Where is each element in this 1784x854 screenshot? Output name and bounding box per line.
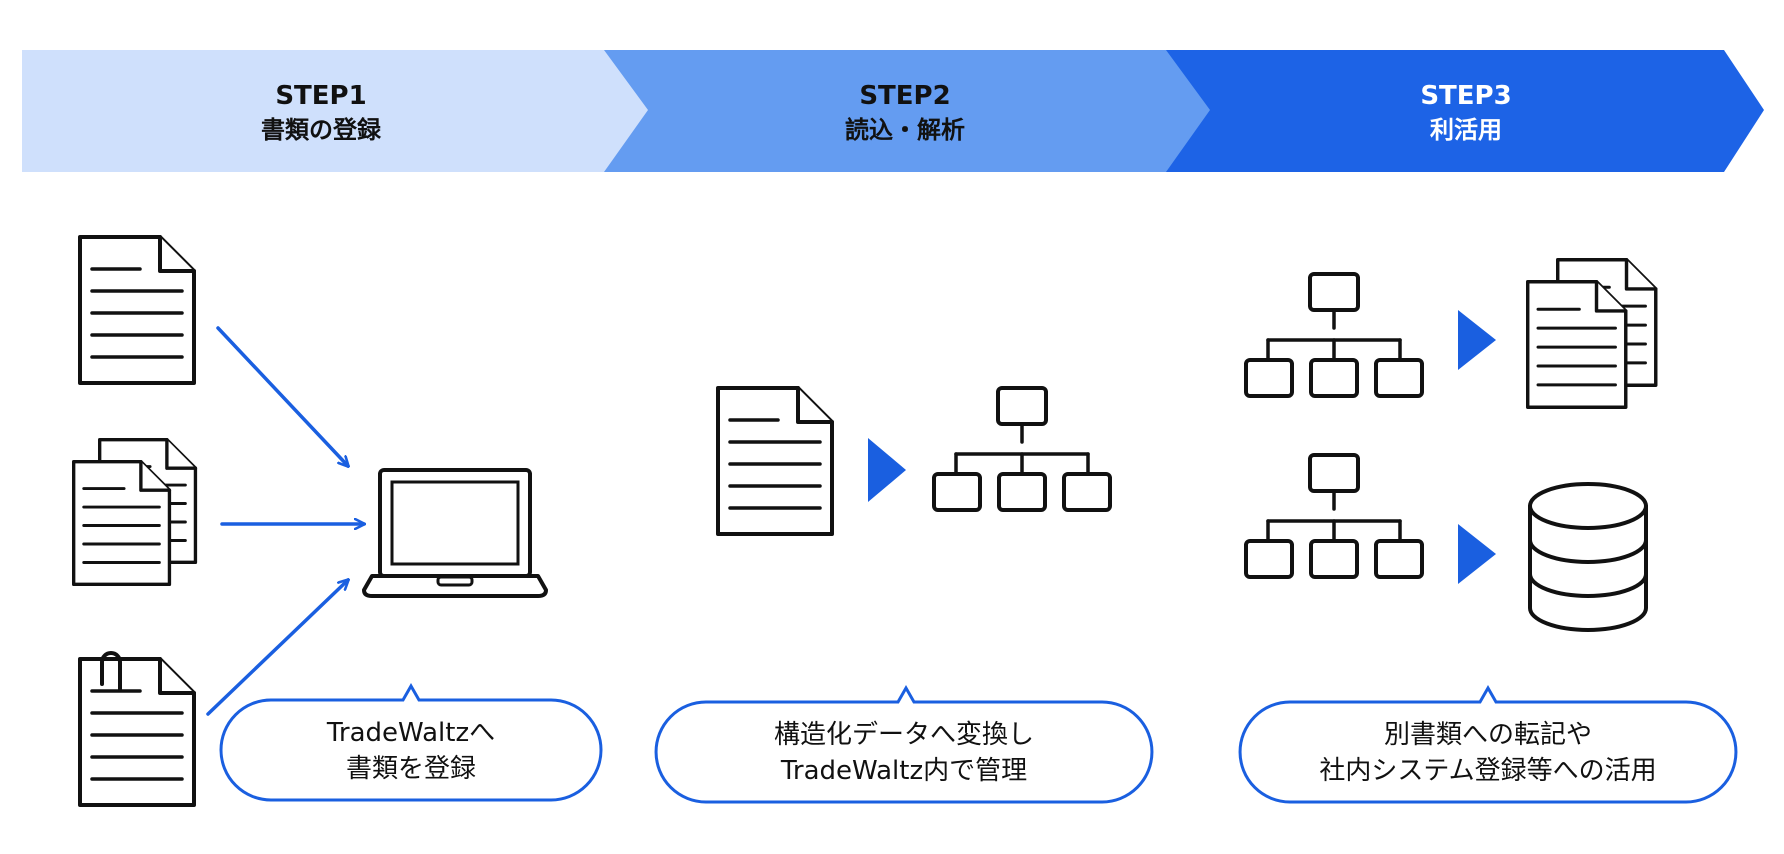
step-2-title: 読込・解析 [845,116,965,144]
step-1-shape [22,50,650,172]
hierarchy-icon [1244,272,1424,398]
callout-text-line-2: 社内システム登録等への活用 [1319,756,1656,786]
hierarchy-icon [932,386,1112,512]
callout-step-3: 別書類への転記や 社内システム登録等への活用 [1238,684,1738,804]
document-clip-icon [78,651,196,807]
database-icon [1528,482,1648,632]
step-1-title: 書類の登録 [261,116,382,144]
callout-bubble [654,684,1154,804]
step-2-panel [716,386,1112,536]
callout-step-1: TradeWaltzへ 書類を登録 [219,682,603,802]
callout-text-line-1: 構造化データへ変換し [774,720,1034,750]
hierarchy-icon [1244,453,1424,579]
step-3-title: 利活用 [1430,116,1502,144]
step-2-number: STEP2 [859,81,950,111]
step-3-shape [1166,50,1764,172]
step-2-shape [604,50,1212,172]
callout-text-line-2: TradeWaltz内で管理 [780,756,1027,786]
play-arrow-icon [1458,310,1496,370]
document-stack-icon [1526,258,1658,409]
callout-bubble [219,682,603,802]
step-3-number: STEP3 [1420,81,1511,111]
step-3-panel [1244,258,1658,632]
step-1-number: STEP1 [275,81,366,111]
arrow-upper [216,326,348,466]
step-2-chevron: STEP2 読込・解析 [604,50,1212,172]
callout-text-line-2: 書類を登録 [346,754,476,784]
play-arrow-icon [868,438,906,502]
document-icon [716,386,834,536]
callout-bubble [1238,684,1738,804]
document-icon [78,235,196,385]
step-1-chevron: STEP1 書類の登録 [22,50,650,172]
step-banner: STEP1 書類の登録 STEP2 読込・解析 STEP3 利活用 [22,50,1764,172]
arrow-lower [206,580,348,716]
step-1-panel [72,235,548,807]
document-stack-icon [72,437,198,587]
callout-text-line-1: TradeWaltzへ [326,718,495,748]
laptop-icon [362,468,548,598]
callout-step-2: 構造化データへ変換し TradeWaltz内で管理 [654,684,1154,804]
callout-text-line-1: 別書類への転記や [1384,720,1592,750]
play-arrow-icon [1458,524,1496,584]
step-3-chevron: STEP3 利活用 [1166,50,1764,172]
